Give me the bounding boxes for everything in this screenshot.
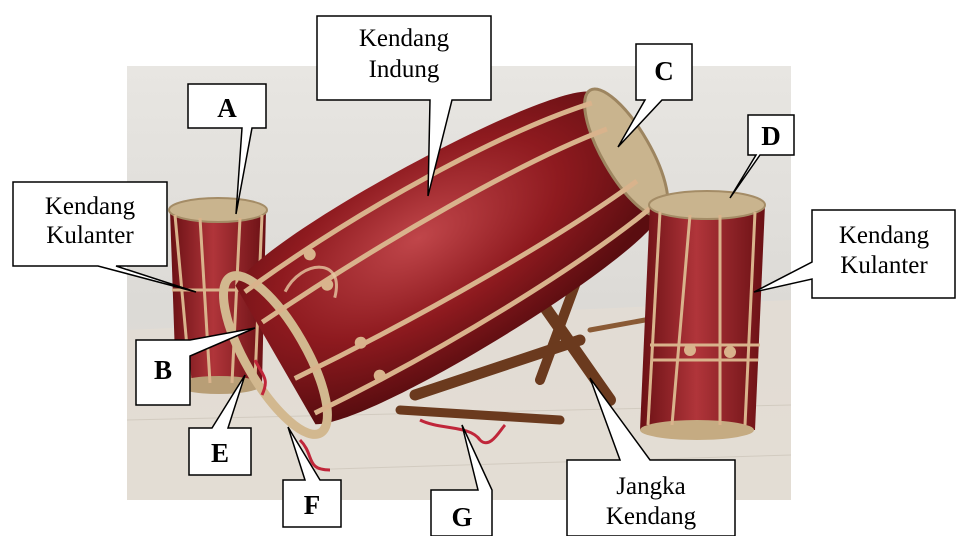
label-A: A [217, 93, 237, 123]
label-kulanter-left-line1: Kendang [45, 193, 136, 220]
label-G: G [451, 502, 472, 532]
label-indung-line1: Kendang [359, 25, 450, 52]
kendang-kulanter-right [640, 191, 765, 440]
label-kulanter-right-line1: Kendang [839, 222, 930, 249]
label-kulanter-left-line2: Kulanter [46, 222, 134, 249]
label-D: D [761, 121, 781, 151]
label-kulanter-right-line2: Kulanter [840, 252, 928, 279]
label-jangka-line2: Kendang [606, 503, 697, 530]
label-E: E [211, 438, 229, 468]
label-B: B [154, 355, 172, 385]
label-F: F [304, 490, 321, 520]
label-indung-line2: Indung [369, 56, 440, 83]
label-C: C [654, 56, 674, 86]
label-jangka-line1: Jangka [616, 473, 685, 500]
